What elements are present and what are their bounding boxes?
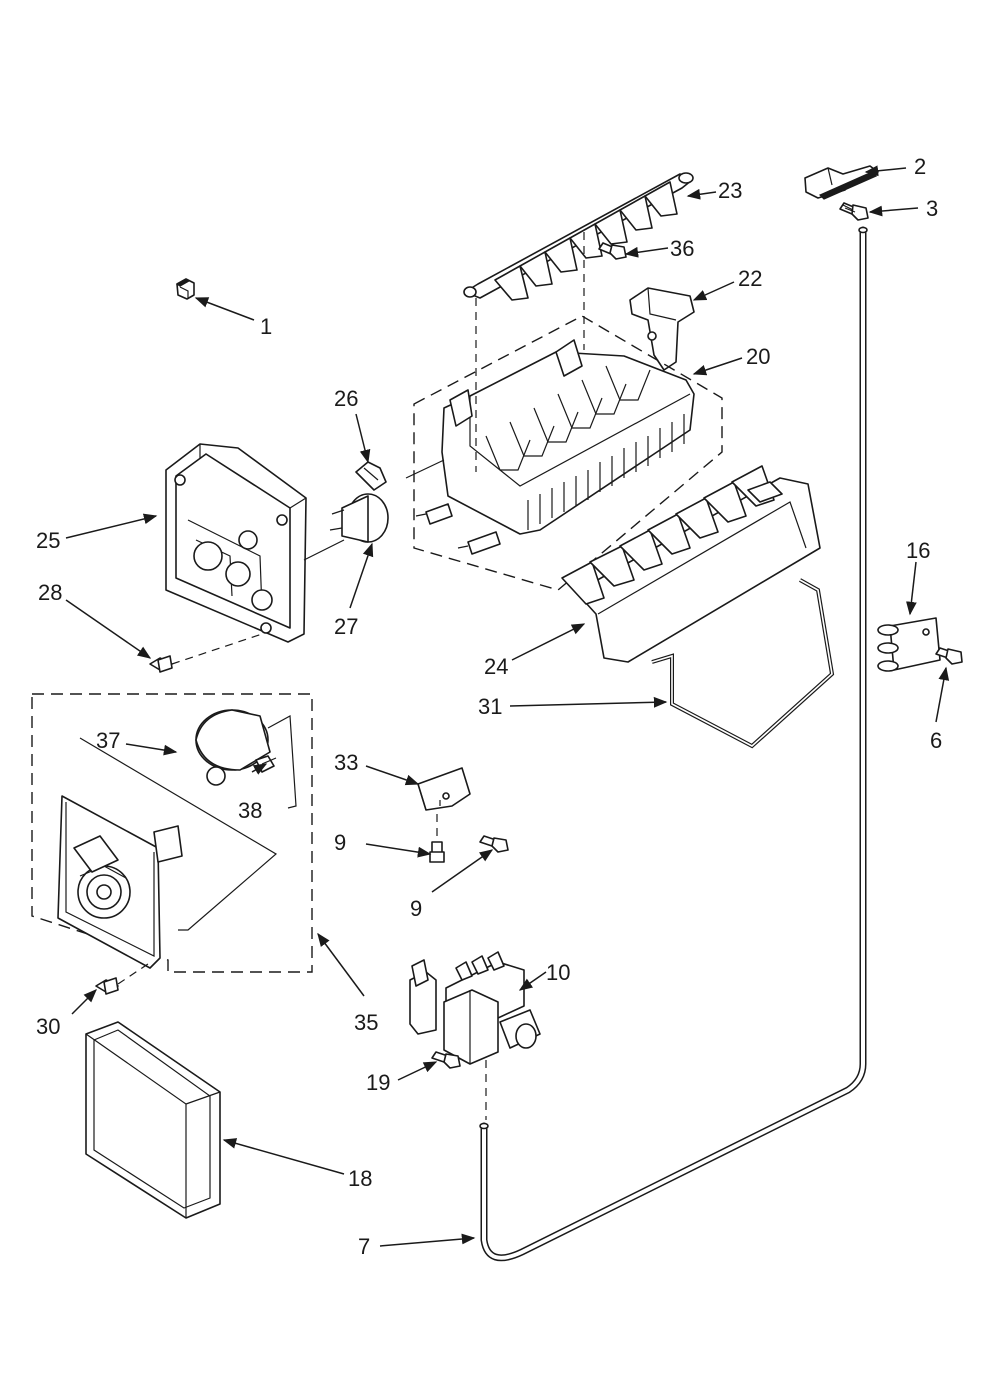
callout-9-upper: 9 [334, 830, 346, 855]
part-screw-36 [598, 242, 627, 260]
part-water-valve [409, 951, 541, 1065]
callout-35: 35 [354, 1010, 378, 1035]
part-tube-clamp-16 [877, 617, 941, 672]
callout-19: 19 [366, 1070, 390, 1095]
ejector-alignment-lines [475, 232, 585, 472]
part-stripper [561, 465, 821, 663]
part-screw-6 [935, 647, 963, 665]
part-thermostat [329, 493, 389, 543]
part-clip [175, 278, 195, 300]
screw-alignment-30 [117, 963, 149, 985]
callout-9-lower: 9 [410, 896, 422, 921]
part-bracket-22 [629, 287, 695, 371]
callout-25: 25 [36, 528, 60, 553]
callout-31: 31 [478, 694, 502, 719]
part-shutoff-arm [651, 578, 835, 749]
callout-labels: 1 2 3 6 7 9 9 10 16 18 19 20 22 23 24 25… [36, 154, 942, 1259]
callout-16: 16 [906, 538, 930, 563]
callout-7: 7 [358, 1234, 370, 1259]
part-ejector-upper [463, 172, 694, 301]
callout-1: 1 [260, 314, 272, 339]
callout-37: 37 [96, 728, 120, 753]
part-screw-30 [95, 977, 119, 995]
part-ice-mold [405, 315, 723, 591]
callout-18: 18 [348, 1166, 372, 1191]
callout-24: 24 [484, 654, 508, 679]
leader-lines [65, 165, 950, 1247]
callout-28: 28 [38, 580, 62, 605]
callout-10: 10 [546, 960, 570, 985]
part-motor [195, 709, 297, 809]
part-screw-28 [149, 655, 173, 673]
callout-30: 30 [36, 1014, 60, 1039]
callout-26: 26 [334, 386, 358, 411]
callout-36: 36 [670, 236, 694, 261]
part-water-tube [479, 226, 868, 1262]
callout-2: 2 [914, 154, 926, 179]
part-screw-19 [431, 1051, 461, 1069]
callout-23: 23 [718, 178, 742, 203]
part-bracket-33 [417, 767, 471, 811]
part-motor-assembly [31, 693, 313, 973]
callout-33: 33 [334, 750, 358, 775]
part-screw-3 [839, 202, 869, 221]
callout-3: 3 [926, 196, 938, 221]
callout-27: 27 [334, 614, 358, 639]
callout-20: 20 [746, 344, 770, 369]
callout-22: 22 [738, 266, 762, 291]
callout-6: 6 [930, 728, 942, 753]
part-control-housing [165, 443, 345, 643]
part-clip-26 [355, 461, 387, 491]
screw-alignment-28 [171, 633, 263, 665]
part-cover [85, 1021, 221, 1219]
part-screw-9a [429, 841, 445, 863]
part-tube-clamp [804, 165, 879, 200]
part-screw-9b [479, 835, 509, 853]
callout-38: 38 [238, 798, 262, 823]
